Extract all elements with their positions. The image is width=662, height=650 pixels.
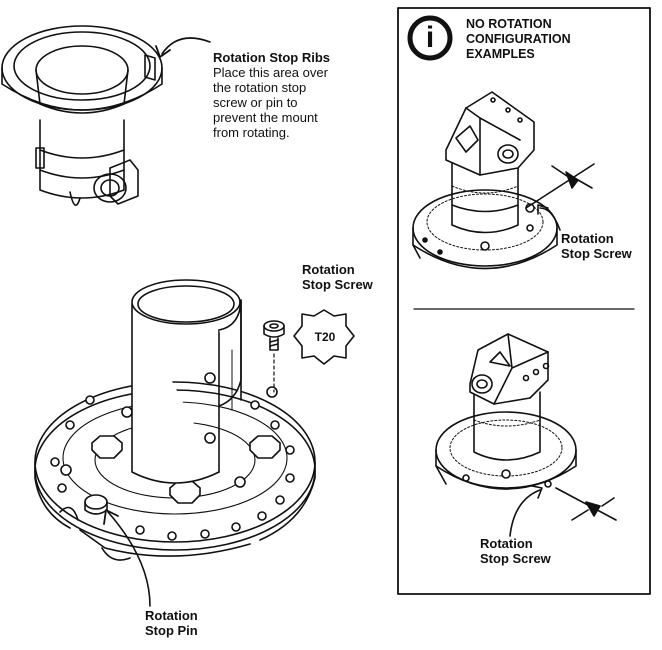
info-icon-glyph: i xyxy=(425,21,435,54)
stop-pin-label-line: Stop Pin xyxy=(145,623,198,638)
info-panel-title: NO ROTATION CONFIGURATION EXAMPLES xyxy=(466,17,571,62)
example-2-label-line: Stop Screw xyxy=(480,551,551,566)
stop-ribs-line: the rotation stop xyxy=(213,80,307,95)
stop-pin-label-line: Rotation xyxy=(145,608,198,623)
info-icon xyxy=(407,15,453,61)
stop-pin-label: Rotation Stop Pin xyxy=(145,608,198,638)
info-panel-frame xyxy=(397,7,651,595)
base-plate-illustration xyxy=(34,279,316,561)
example-1-illustration xyxy=(412,91,595,270)
example-1-label-line: Rotation xyxy=(561,231,614,246)
torx-label: T20 xyxy=(314,330,336,344)
rotation-stop-screw-illustration xyxy=(263,320,285,393)
stop-ribs-callout: Rotation Stop Ribs Place this area over … xyxy=(213,50,330,140)
stop-ribs-arrow xyxy=(161,37,211,55)
stop-ribs-line: from rotating. xyxy=(213,125,290,140)
info-title-line: CONFIGURATION xyxy=(466,32,571,46)
torx-t20-icon xyxy=(293,309,355,365)
example-2-illustration xyxy=(435,333,617,537)
example-2-label: Rotation Stop Screw xyxy=(480,536,551,566)
example-1-label-line: Stop Screw xyxy=(561,246,632,261)
info-title-line: EXAMPLES xyxy=(466,47,535,61)
mount-cup-illustration xyxy=(1,25,163,206)
stop-ribs-line: prevent the mount xyxy=(213,110,318,125)
stop-screw-label-line: Rotation xyxy=(302,262,355,277)
stop-pin-arrow xyxy=(107,511,151,607)
stop-ribs-line: screw or pin to xyxy=(213,95,298,110)
stop-screw-label: Rotation Stop Screw xyxy=(302,262,373,292)
info-title-line: NO ROTATION xyxy=(466,17,552,31)
example-1-label: Rotation Stop Screw xyxy=(561,231,632,261)
stop-ribs-line: Place this area over xyxy=(213,65,328,80)
stop-ribs-title: Rotation Stop Ribs xyxy=(213,50,330,65)
example-2-label-line: Rotation xyxy=(480,536,533,551)
stop-screw-label-line: Stop Screw xyxy=(302,277,373,292)
